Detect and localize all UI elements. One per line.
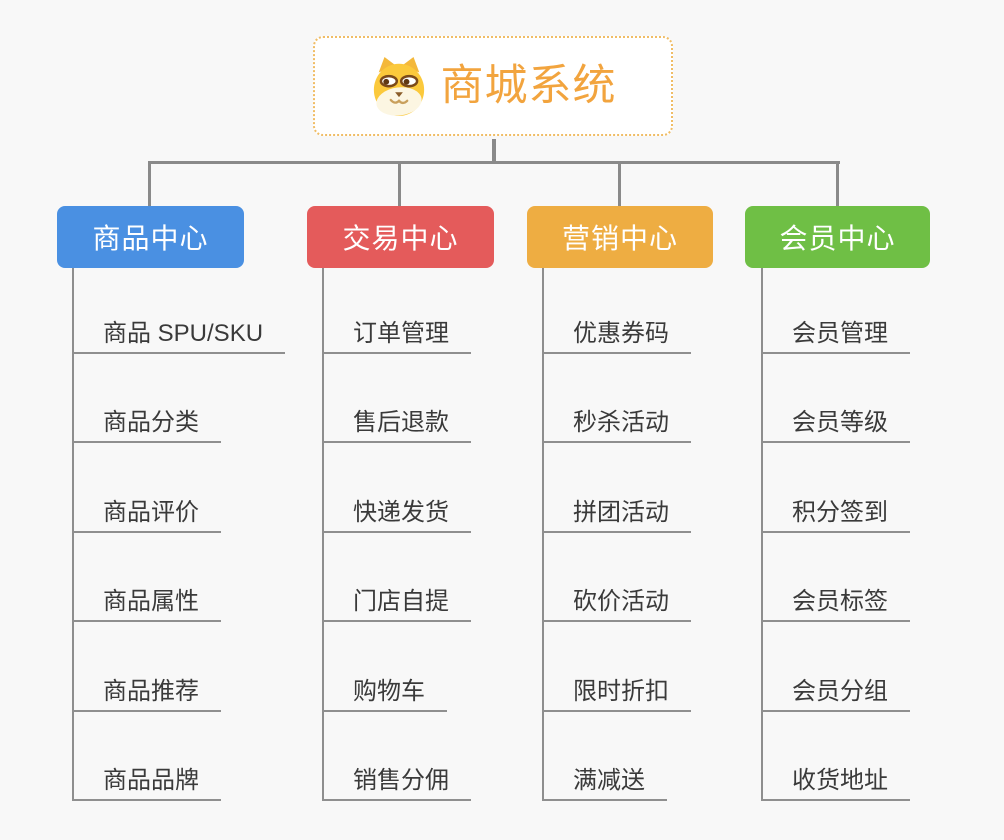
leaf-item[interactable]: 收货地址 bbox=[761, 767, 910, 801]
leaf-item[interactable]: 会员等级 bbox=[761, 409, 910, 443]
leaf-item[interactable]: 门店自提 bbox=[322, 588, 471, 622]
leaf-item[interactable]: 限时折扣 bbox=[542, 678, 691, 712]
branch-node-product-center[interactable]: 商品中心 bbox=[57, 206, 244, 268]
branch-label: 商品中心 bbox=[92, 223, 209, 254]
branch-node-marketing-center[interactable]: 营销中心 bbox=[527, 206, 713, 268]
dog-face-icon bbox=[373, 57, 424, 116]
leaf-item[interactable]: 商品推荐 bbox=[72, 678, 221, 712]
leaf-item[interactable]: 购物车 bbox=[322, 678, 447, 712]
connector-drop bbox=[618, 161, 621, 207]
leaf-item[interactable]: 满减送 bbox=[542, 767, 667, 801]
leaf-item[interactable]: 售后退款 bbox=[322, 409, 471, 443]
leaf-item[interactable]: 会员管理 bbox=[761, 320, 910, 354]
connector-rail bbox=[322, 268, 324, 801]
branch-label: 会员中心 bbox=[779, 223, 896, 254]
leaf-item[interactable]: 商品评价 bbox=[72, 499, 221, 533]
connector-rail bbox=[542, 268, 544, 801]
branch-label: 营销中心 bbox=[561, 223, 678, 254]
leaf-item[interactable]: 快递发货 bbox=[322, 499, 471, 533]
connector-rail bbox=[761, 268, 763, 801]
connector-drop bbox=[148, 161, 151, 207]
leaf-item[interactable]: 订单管理 bbox=[322, 320, 471, 354]
connector-bus bbox=[149, 161, 840, 164]
connector-rail bbox=[72, 268, 74, 801]
connector-drop bbox=[836, 161, 839, 207]
leaf-item[interactable]: 砍价活动 bbox=[542, 588, 691, 622]
leaf-item[interactable]: 销售分佣 bbox=[322, 767, 471, 801]
leaf-item[interactable]: 秒杀活动 bbox=[542, 409, 691, 443]
branch-node-member-center[interactable]: 会员中心 bbox=[745, 206, 930, 268]
leaf-item[interactable]: 拼团活动 bbox=[542, 499, 691, 533]
root-title: 商城系统 bbox=[440, 61, 617, 110]
leaf-item[interactable]: 商品属性 bbox=[72, 588, 221, 622]
leaf-item[interactable]: 商品分类 bbox=[72, 409, 221, 443]
leaf-item[interactable]: 商品 SPU/SKU bbox=[72, 320, 286, 354]
branch-node-trade-center[interactable]: 交易中心 bbox=[307, 206, 494, 268]
connector-root-stem bbox=[492, 139, 496, 163]
root-node[interactable]: 商城系统 bbox=[313, 36, 673, 136]
leaf-item[interactable]: 会员标签 bbox=[761, 588, 910, 622]
branch-label: 交易中心 bbox=[342, 223, 459, 254]
leaf-item[interactable]: 会员分组 bbox=[761, 678, 910, 712]
connector-drop bbox=[398, 161, 401, 207]
leaf-item[interactable]: 优惠券码 bbox=[542, 320, 691, 354]
leaf-item[interactable]: 商品品牌 bbox=[72, 767, 221, 801]
leaf-item[interactable]: 积分签到 bbox=[761, 499, 910, 533]
